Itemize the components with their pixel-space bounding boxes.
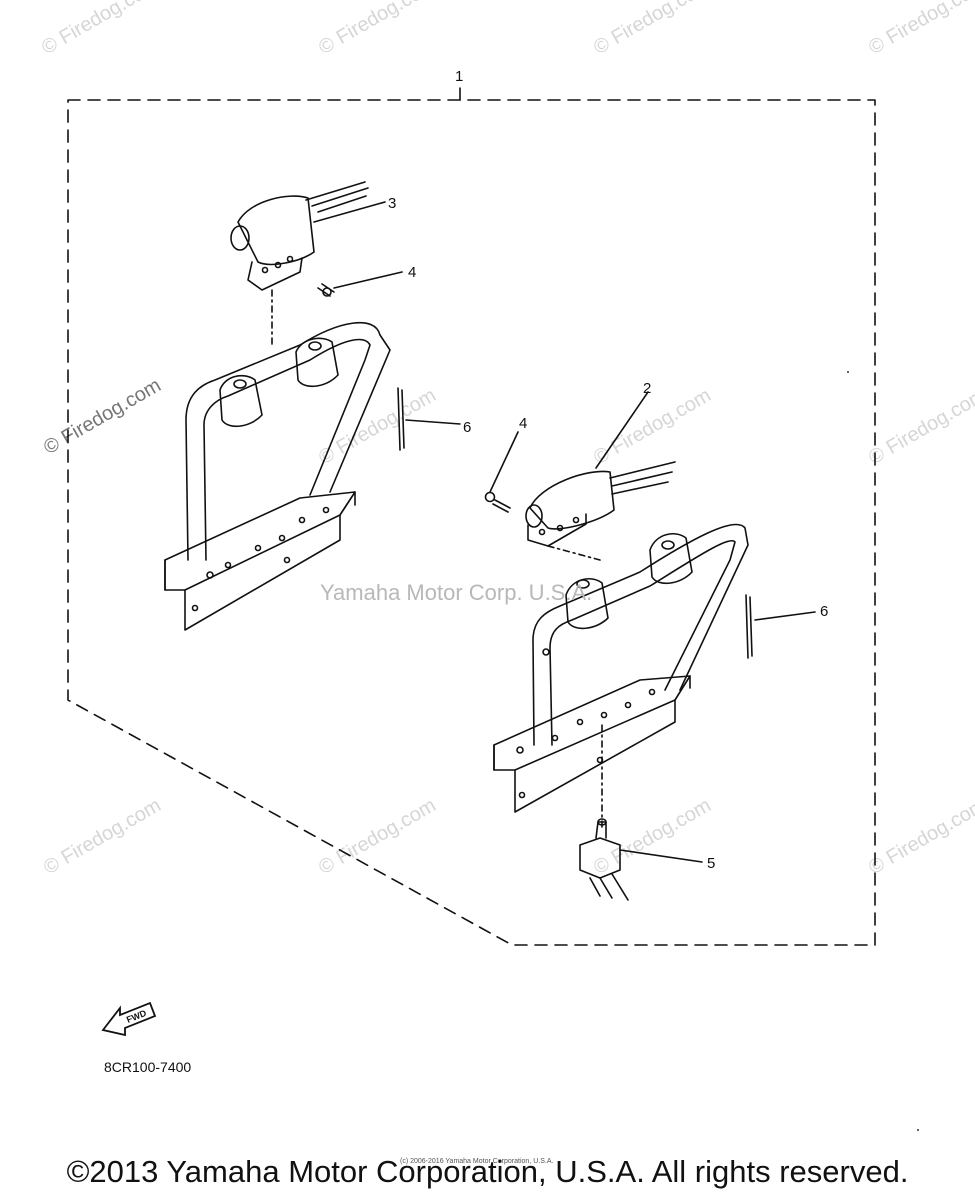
tiny-copyright-notice: (c) 2006-2016 Yamaha Motor Corporation, … bbox=[400, 1158, 554, 1165]
diagram-code: 8CR100-7400 bbox=[104, 1059, 192, 1075]
center-watermark: Yamaha Motor Corp. U.S.A. bbox=[320, 580, 593, 605]
holder-cap-part-3 bbox=[237, 195, 315, 266]
copyright-footer: ©2013 Yamaha Motor Corporation, U.S.A. A… bbox=[66, 1154, 909, 1189]
callout-4: 4 bbox=[408, 264, 417, 281]
callout-5: 5 bbox=[707, 855, 716, 872]
callout-6: 6 bbox=[463, 419, 472, 436]
fwd-arrow-icon bbox=[101, 1001, 157, 1037]
callout-3: 3 bbox=[388, 195, 397, 212]
kit-boundary bbox=[67, 99, 876, 946]
holder-cap-part-2 bbox=[529, 470, 615, 530]
callout-2: 2 bbox=[643, 380, 652, 397]
callout-4: 4 bbox=[519, 415, 528, 432]
callout-1: 1 bbox=[455, 68, 464, 85]
toggle-switch-part-5 bbox=[579, 837, 621, 879]
fwd-label: FWD bbox=[125, 1008, 148, 1025]
callout-6: 6 bbox=[820, 603, 829, 620]
